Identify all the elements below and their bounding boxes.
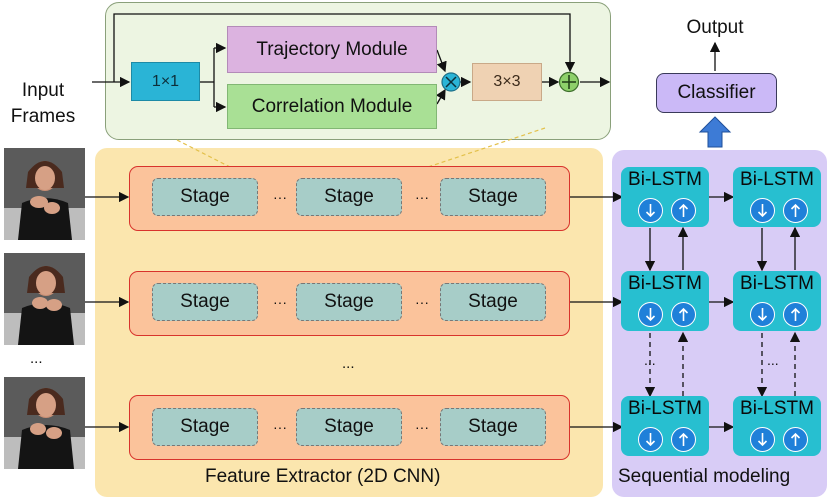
bilstm-cell: Bi-LSTM: [621, 271, 709, 331]
stage-label: Stage: [468, 416, 518, 437]
skip-connection-line: [113, 13, 576, 82]
bilstm-label: Bi-LSTM: [740, 273, 814, 294]
stage-box: Stage: [440, 408, 546, 446]
bilstm-label: Bi-LSTM: [628, 398, 702, 419]
bilstm-cell: Bi-LSTM: [733, 167, 821, 227]
up-arrow-icon: [783, 302, 808, 327]
stage-row-1: Stage ··· Stage ··· Stage: [129, 166, 570, 231]
stage-box: Stage: [296, 283, 402, 321]
stage-label: Stage: [468, 291, 518, 312]
stage-ellipsis: ···: [415, 189, 429, 205]
bilstm-label: Bi-LSTM: [628, 273, 702, 294]
stage-row-2: Stage ··· Stage ··· Stage: [129, 271, 570, 336]
stage-box: Stage: [440, 283, 546, 321]
down-arrow-icon: [638, 302, 663, 327]
stage-box: Stage: [440, 178, 546, 216]
stage-ellipsis: ···: [415, 419, 429, 435]
bilstm-label: Bi-LSTM: [740, 169, 814, 190]
input-frame-2: [4, 253, 85, 345]
bilstm-cell: Bi-LSTM: [733, 396, 821, 456]
output-label: Output: [686, 17, 744, 38]
stage-label: Stage: [324, 186, 374, 207]
stage-ellipsis: ···: [273, 189, 287, 205]
stage-label: Stage: [180, 416, 230, 437]
down-arrow-icon: [638, 427, 663, 452]
bilstm-cell: Bi-LSTM: [621, 167, 709, 227]
stage-box: Stage: [152, 408, 258, 446]
multiply-node-icon: [441, 72, 461, 92]
stage-ellipsis: ···: [273, 294, 287, 310]
sequential-modeling-label: Sequential modeling: [618, 466, 791, 487]
classifier-label: Classifier: [677, 82, 756, 103]
bilstm-cell: Bi-LSTM: [621, 396, 709, 456]
up-arrow-icon: [671, 302, 696, 327]
down-arrow-icon: [750, 198, 775, 223]
add-node-icon: [558, 71, 580, 93]
frames-ellipsis: ...: [30, 350, 43, 367]
stage-ellipsis: ···: [273, 419, 287, 435]
up-arrow-icon: [783, 198, 808, 223]
up-arrow-icon: [783, 427, 808, 452]
feature-extractor-label: Feature Extractor (2D CNN): [205, 466, 441, 487]
classifier-box: Classifier: [656, 73, 777, 113]
seq-ellipsis: ...: [767, 352, 779, 368]
stage-label: Stage: [324, 291, 374, 312]
bilstm-label: Bi-LSTM: [740, 398, 814, 419]
up-arrow-icon: [671, 198, 696, 223]
down-arrow-icon: [750, 427, 775, 452]
up-arrow-icon: [698, 116, 732, 148]
seq-ellipsis: ...: [644, 352, 656, 368]
conv-3x3-label: 3×3: [493, 73, 521, 90]
stage-label: Stage: [468, 186, 518, 207]
correlation-module-label: Correlation Module: [251, 95, 413, 117]
bilstm-cell: Bi-LSTM: [733, 271, 821, 331]
bilstm-label: Bi-LSTM: [628, 169, 702, 190]
input-frame-1: [4, 148, 85, 240]
trajectory-module-label: Trajectory Module: [256, 38, 408, 60]
input-frame-3: [4, 377, 85, 469]
conv-1x1-box: 1×1: [131, 62, 200, 101]
stage-label: Stage: [324, 416, 374, 437]
stage-box: Stage: [152, 178, 258, 216]
down-arrow-icon: [750, 302, 775, 327]
trajectory-module-box: Trajectory Module: [227, 26, 437, 73]
stage-box: Stage: [296, 408, 402, 446]
stage-row-3: Stage ··· Stage ··· Stage: [129, 395, 570, 460]
up-arrow-icon: [671, 427, 696, 452]
stage-label: Stage: [180, 291, 230, 312]
down-arrow-icon: [638, 198, 663, 223]
rows-ellipsis: ...: [342, 355, 355, 372]
conv-1x1-label: 1×1: [151, 72, 180, 90]
stage-box: Stage: [152, 283, 258, 321]
correlation-module-box: Correlation Module: [227, 84, 437, 129]
input-frames-label: Input Frames: [10, 80, 76, 127]
conv-3x3-box: 3×3: [472, 63, 542, 101]
stage-ellipsis: ···: [415, 294, 429, 310]
stage-label: Stage: [180, 186, 230, 207]
stage-box: Stage: [296, 178, 402, 216]
